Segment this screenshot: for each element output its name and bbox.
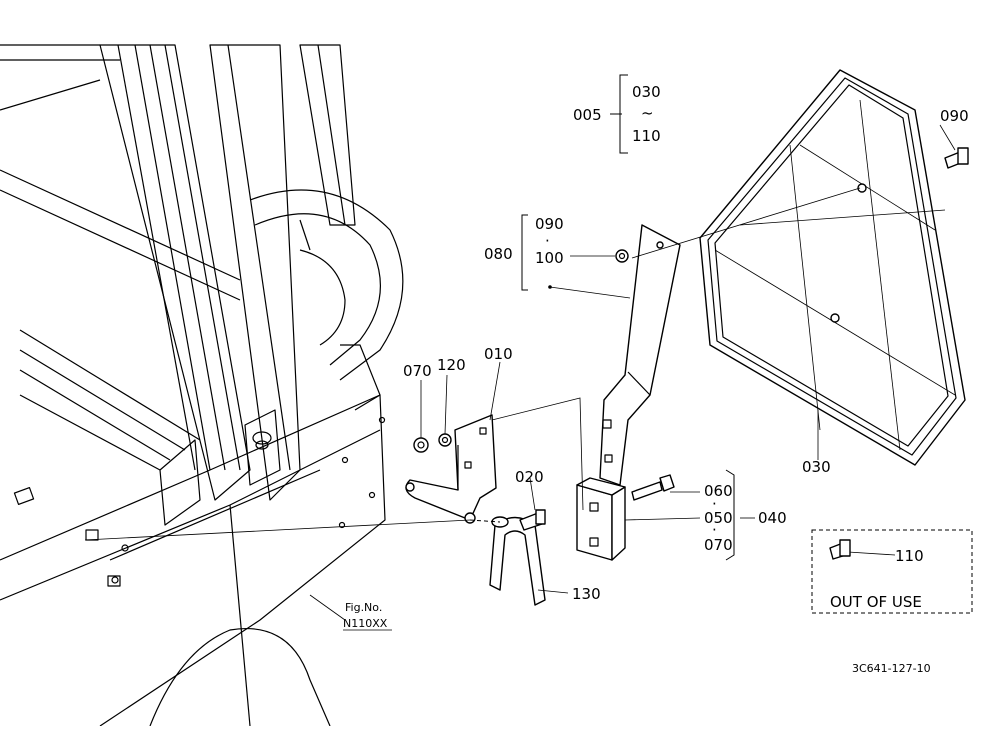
nuts-070-120 (413, 433, 452, 453)
bracket-010 (405, 414, 497, 524)
out-of-use-box (811, 529, 973, 614)
callout-range-tilde: ~ (641, 104, 654, 122)
callout-030-mirror: 030 (802, 458, 831, 476)
callout-090: 090 (535, 215, 564, 233)
callout-090-screw: 090 (940, 107, 969, 125)
callout-030-range-start: 030 (632, 83, 661, 101)
callout-080: 080 (484, 245, 513, 263)
callout-070: 070 (704, 536, 733, 554)
callout-050: 050 (704, 509, 733, 527)
drawing-number: 3C641-127-10 (852, 662, 931, 675)
callout-dot-3: · (712, 521, 717, 539)
callout-110-range-end: 110 (632, 127, 661, 145)
callout-020: 020 (515, 468, 544, 486)
screw-090 (944, 147, 969, 169)
fig-ref-label: Fig.No. (345, 601, 382, 614)
callout-005: 005 (573, 106, 602, 124)
mirror-030 (699, 69, 966, 466)
out-of-use-label: OUT OF USE (830, 593, 922, 611)
callout-060: 060 (704, 482, 733, 500)
callout-040: 040 (758, 509, 787, 527)
fig-ref-code: N110XX (343, 617, 388, 630)
clamp-block (576, 477, 626, 561)
callout-100: 100 (535, 249, 564, 267)
callout-dot-1: · (545, 232, 550, 250)
cab-frame (0, 44, 404, 727)
callout-110: 110 (895, 547, 924, 565)
bolt-060 (631, 474, 675, 501)
callout-120: 120 (437, 356, 466, 374)
leader-dot (548, 285, 552, 289)
bolt-020 (519, 509, 546, 531)
callout-010: 010 (484, 345, 513, 363)
u-bolt-130 (489, 516, 546, 606)
mirror-arm (599, 224, 681, 486)
callout-070-nut: 070 (403, 362, 432, 380)
leader-lines (84, 74, 956, 621)
callout-dot-2: · (712, 495, 717, 513)
callout-130: 130 (572, 585, 601, 603)
